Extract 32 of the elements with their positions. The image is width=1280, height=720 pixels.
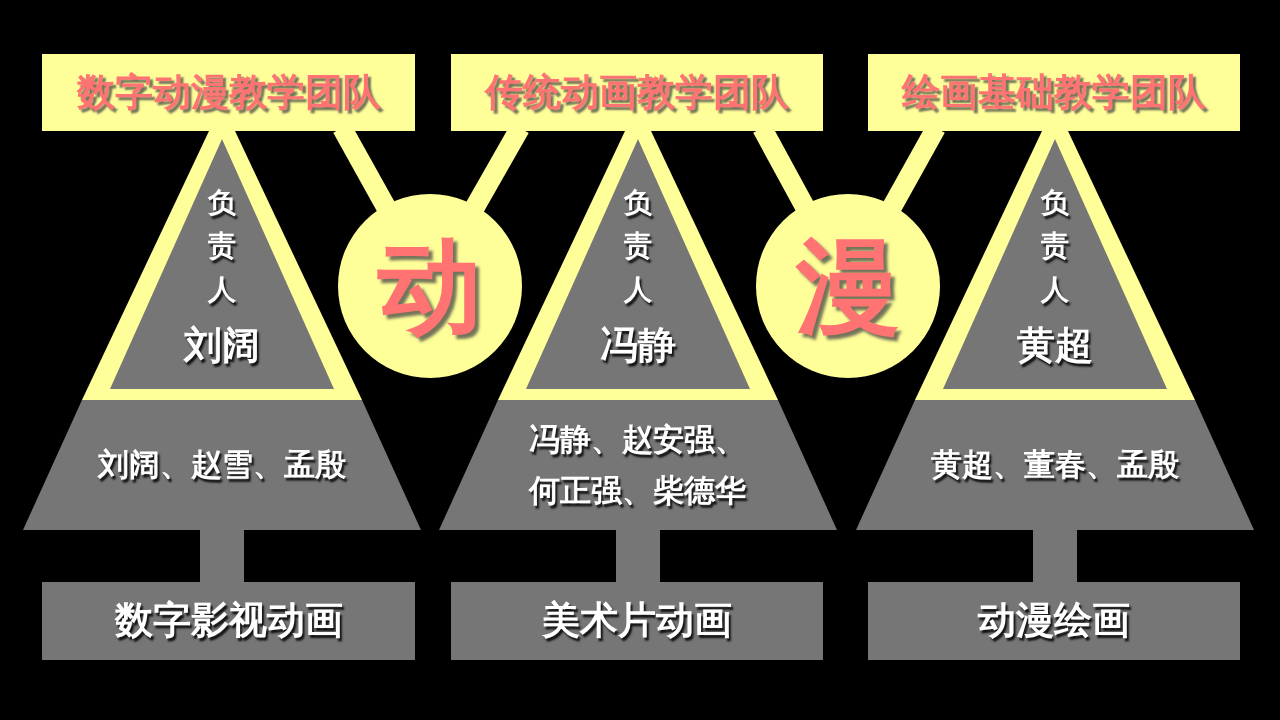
team-title-box [868, 54, 1240, 131]
program-box [42, 582, 415, 660]
member-names: 黄超、董春、孟殷 [931, 445, 1179, 485]
keyword-character: 动 [378, 228, 482, 344]
team-name: 绘画基础教学团队 [902, 69, 1206, 116]
leader-name: 黄超 [1017, 323, 1093, 369]
leader-triangle [915, 131, 1195, 400]
members-trapezoid [856, 400, 1254, 530]
team-title-box [42, 54, 415, 131]
stem-connector [200, 529, 244, 583]
members-trapezoid [23, 400, 421, 530]
leader-name: 刘阔 [184, 323, 260, 369]
role-label: 负责人 [624, 185, 652, 308]
keyword-character: 漫 [796, 228, 900, 344]
members-trapezoid [439, 400, 837, 530]
role-label: 负责人 [208, 185, 236, 308]
team-name: 数字动漫教学团队 [76, 69, 381, 116]
program-name: 数字影视动画 [114, 598, 343, 644]
program-box [451, 582, 823, 660]
program-box [868, 582, 1240, 660]
member-names: 冯静、赵安强、何正强、柴德华 [527, 419, 748, 510]
stem-connector [616, 529, 660, 583]
leader-triangle [82, 131, 362, 400]
team-name: 传统动画教学团队 [485, 69, 789, 116]
stem-connector [1033, 529, 1077, 583]
program-name: 美术片动画 [542, 598, 732, 644]
team-title-box [451, 54, 823, 131]
role-label: 负责人 [1041, 185, 1069, 308]
program-name: 动漫绘画 [978, 598, 1130, 644]
member-names: 刘阔、赵雪、孟殷 [98, 445, 346, 485]
leader-name: 冯静 [600, 323, 676, 369]
leader-triangle [498, 131, 778, 400]
